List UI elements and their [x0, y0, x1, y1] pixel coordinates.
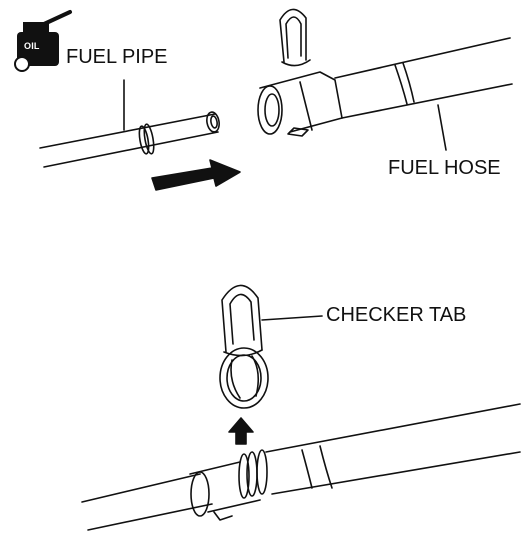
oil-can-icon	[14, 10, 72, 72]
checker-tab-label: CHECKER TAB	[326, 304, 467, 326]
fuel-hose-leader	[437, 104, 447, 151]
checker-tab	[219, 284, 269, 409]
fuel-pipe	[39, 111, 220, 168]
fuel-hose-upper	[257, 8, 513, 137]
fuel-hose-lower	[81, 403, 521, 531]
fuel-hose-label: FUEL HOSE	[388, 157, 501, 179]
checker-tab-leader	[261, 315, 323, 321]
lift-arrow	[228, 417, 254, 445]
fuel-pipe-label: FUEL PIPE	[66, 46, 168, 68]
push-arrow	[151, 159, 241, 191]
oil-icon-label: OIL	[24, 41, 40, 51]
